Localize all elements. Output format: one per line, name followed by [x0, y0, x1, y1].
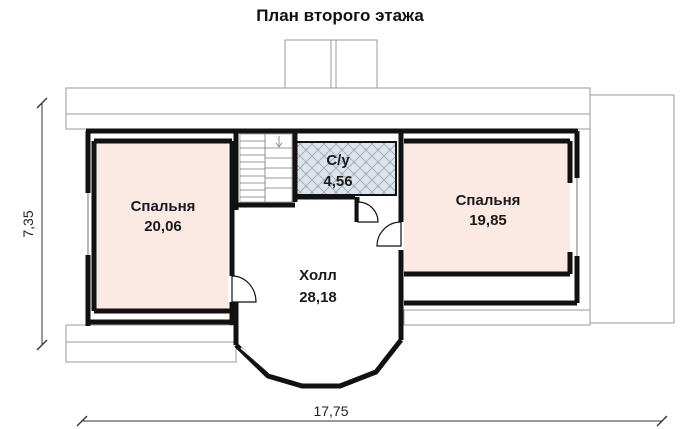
windows	[87, 178, 578, 256]
room-area: 4,56	[323, 173, 352, 190]
walls	[85, 128, 580, 345]
staircase	[239, 133, 293, 203]
room-area: 19,85	[469, 212, 507, 229]
room-bedroom-right: Спальня 19,85	[456, 192, 521, 229]
room-bathroom: С/у 4,56	[323, 152, 352, 190]
room-name: Холл	[299, 267, 337, 284]
chimney	[284, 39, 378, 89]
bedroom-left-floor	[94, 141, 228, 311]
dimension-height: 7,35	[20, 97, 48, 351]
doors	[231, 201, 402, 303]
bedroom-right-floor	[404, 141, 570, 274]
room-name: Спальня	[456, 192, 521, 209]
room-name: Спальня	[131, 198, 196, 215]
room-area: 20,06	[144, 218, 182, 235]
dimension-height-label: 7,35	[20, 210, 36, 237]
dimension-width-label: 17,75	[313, 403, 348, 419]
room-name: С/у	[326, 152, 350, 169]
room-hall: Холл 28,18	[299, 267, 337, 306]
door-right-bedroom	[376, 221, 402, 247]
dimension-width: 17,75	[76, 403, 668, 427]
bay-window	[234, 338, 403, 389]
door-left-bedroom	[231, 275, 257, 303]
door-bathroom	[357, 201, 379, 223]
room-area: 28,18	[299, 289, 337, 306]
page-title: План второго этажа	[256, 6, 424, 25]
room-bedroom-left: Спальня 20,06	[131, 198, 196, 235]
